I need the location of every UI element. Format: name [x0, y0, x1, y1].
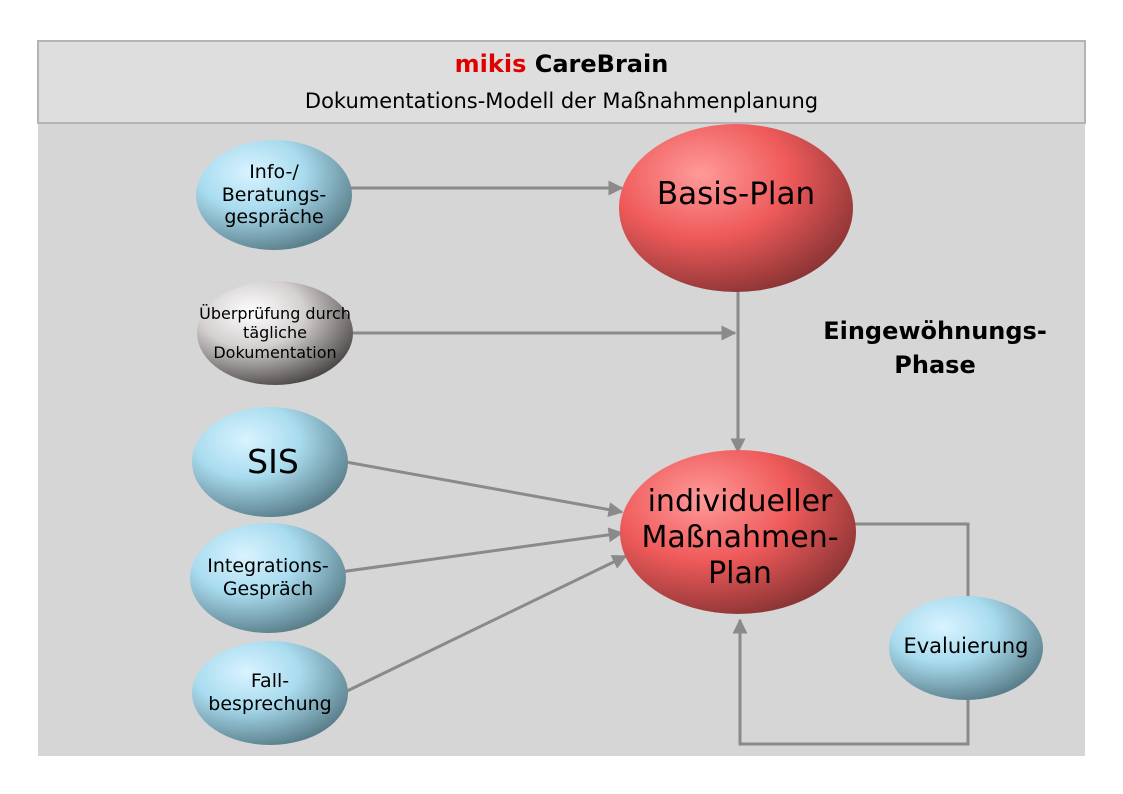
product-name: CareBrain: [534, 50, 669, 78]
header-panel: mikis CareBrain Dokumentations-Modell de…: [37, 40, 1086, 124]
loop-evaluierung-to-individueller: [732, 618, 970, 746]
node-basis-ellipse: [619, 124, 853, 292]
node-ueberpruefung-ellipse: [197, 281, 353, 385]
header-title: mikis CareBrain: [39, 50, 1084, 78]
brand-name: mikis: [454, 50, 527, 78]
node-integration-ellipse: [190, 523, 346, 633]
node-info-ellipse: [196, 140, 352, 250]
node-sis-ellipse: [192, 407, 348, 517]
arrow-integration-to-individueller: [339, 527, 624, 574]
node-fall-ellipse: [192, 641, 348, 745]
header-subtitle: Dokumentations-Modell der Maßnahmenplanu…: [304, 89, 819, 113]
node-individueller-ellipse: [620, 450, 856, 614]
phase-label: Eingewöhnungs-Phase: [823, 317, 1047, 379]
loop-to-evaluierung: [852, 522, 970, 600]
node-evaluierung-ellipse: [889, 596, 1043, 700]
arrow-fall-to-individueller: [344, 554, 628, 694]
arrow-sis-to-individueller: [345, 460, 624, 517]
